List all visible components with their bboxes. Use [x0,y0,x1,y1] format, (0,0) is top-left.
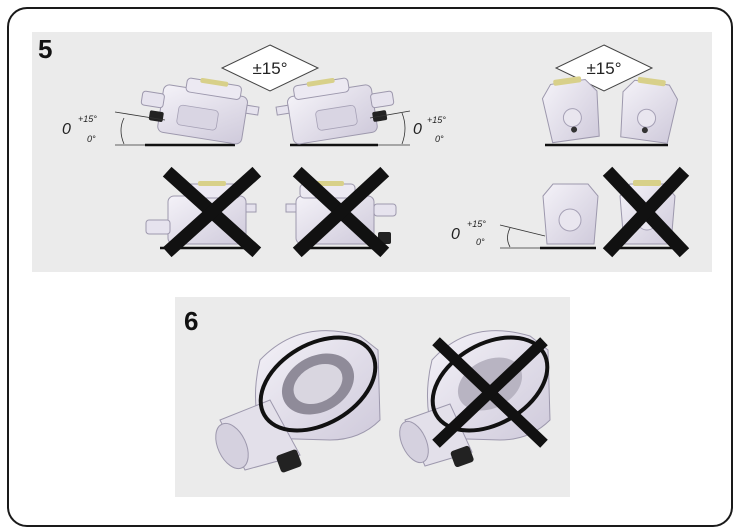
device-side-tilted-right: 0 +15° 0° [275,77,446,147]
cross-mark-icon [602,166,690,258]
angle-arc-icon [120,117,125,145]
angle-base-label: 0 [413,121,422,138]
angle-base-label: 0 [62,121,71,138]
device-side-wrong-1 [145,166,262,258]
angle-base-label: 0 [451,226,460,243]
cross-mark-icon [292,166,390,258]
angle-upper-label: +15° [427,115,446,125]
angle-lower-label: 0° [87,134,96,144]
device-side-wrong-2 [285,166,397,258]
device-front-tilted-pair [541,76,679,147]
device-front-wrong [602,166,690,258]
device-top-wrong [399,330,551,468]
angle-arc-icon [507,227,511,248]
tilt-label-right: ±15° [586,59,621,78]
tilt-label-left: ±15° [252,59,287,78]
angle-lower-label: 0° [435,134,444,144]
step-6-number: 6 [184,306,199,336]
device-side-tilted-left: 0 +15° 0° [62,77,260,147]
illustration-canvas: ±15° ±15° 0 +15° 0° [62,44,690,473]
device-front-angle-ok: 0 +15° 0° [451,183,599,250]
tilt-diamond-left: ±15° [220,44,320,92]
cross-mark-icon [432,337,548,448]
angle-upper-label: +15° [467,219,486,229]
cross-mark-icon [162,166,262,258]
device-top-correct [215,330,381,473]
angle-lower-label: 0° [476,237,485,247]
angle-arc-icon [401,112,406,145]
step-5-number: 5 [38,34,53,64]
angle-upper-label: +15° [78,114,97,124]
